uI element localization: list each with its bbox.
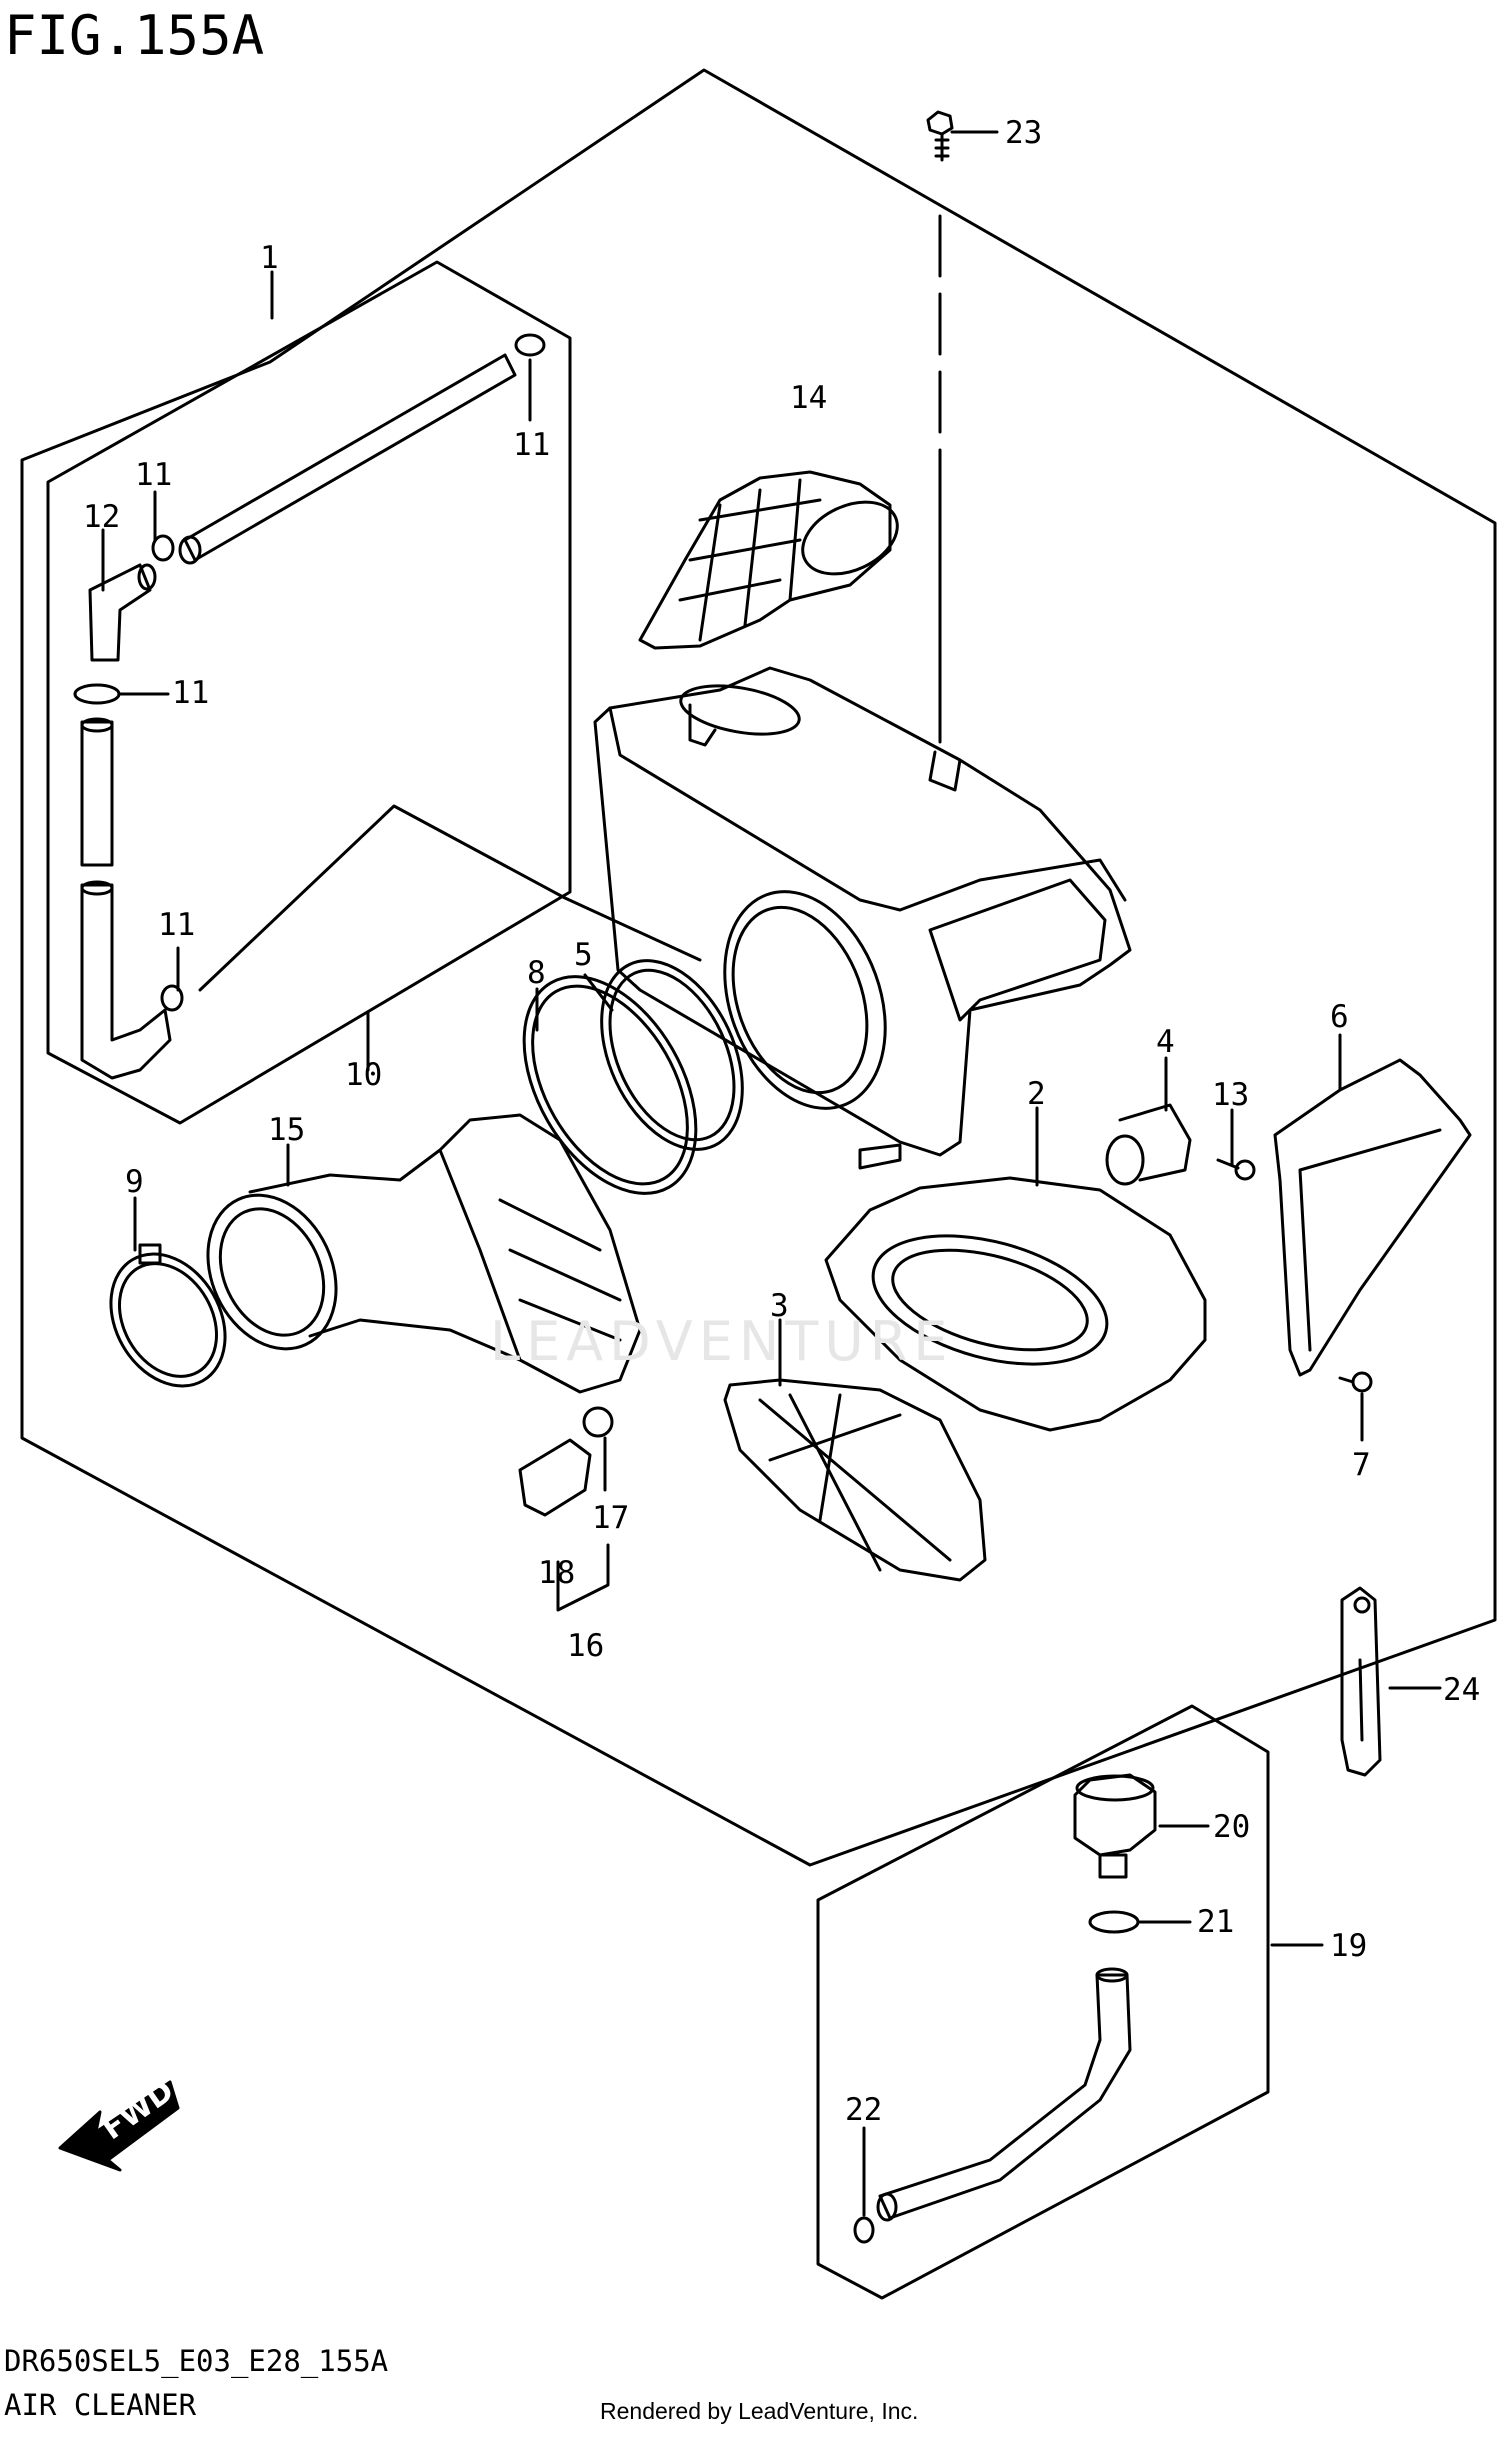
breather-hose-lower: [80, 880, 172, 1080]
breather-hose-part-19: [876, 1967, 1132, 2222]
callout-13: 13: [1212, 1077, 1249, 1113]
callout-11-top: 11: [513, 427, 550, 463]
watermark-text: LEADVENTURE: [490, 1310, 953, 1373]
clamp-11a: [514, 333, 546, 357]
callout-6: 6: [1330, 999, 1349, 1035]
callout-7: 7: [1352, 1447, 1371, 1483]
clamp-part-22: [853, 2216, 875, 2244]
callout-11-upper-left: 11: [135, 457, 172, 493]
clamp-11d: [160, 984, 184, 1012]
hose-group-leader: [198, 804, 702, 992]
screw-part-13: [1216, 1158, 1256, 1181]
hose-group-outline: [46, 260, 572, 1125]
drain-cap-part-18: [518, 1438, 592, 1517]
filter-screen-part-5: [600, 959, 744, 1151]
screw-part-7: [1338, 1371, 1373, 1393]
breather-group-outline: [816, 1704, 1270, 2300]
breather-hose-upper: [178, 353, 517, 565]
clamp-part-21: [1088, 1910, 1140, 1934]
side-cover-part-6: [1273, 1058, 1472, 1377]
clamp-part-9: [109, 1243, 227, 1388]
forward-direction-arrow: [58, 2080, 180, 2172]
callout-4: 4: [1156, 1024, 1175, 1060]
bolt-part-23: [926, 110, 954, 162]
callout-17: 17: [592, 1500, 629, 1536]
callout-8: 8: [527, 955, 546, 991]
callout-12: 12: [83, 499, 120, 535]
figure-title: FIG.155A: [4, 4, 265, 67]
filter-screen-inner: [608, 968, 736, 1142]
leader-lines: [101, 130, 1442, 2217]
intake-duct-part-14: [638, 470, 899, 650]
callout-10: 10: [345, 1057, 382, 1093]
callout-21: 21: [1197, 1904, 1234, 1940]
callout-18: 18: [538, 1555, 575, 1591]
seal-ring-part-8: [522, 975, 698, 1195]
drain-clip-part-17: [582, 1406, 614, 1438]
clamp-11b: [151, 534, 175, 562]
render-credit: Rendered by LeadVenture, Inc.: [600, 2398, 919, 2424]
callout-15: 15: [268, 1112, 305, 1148]
section-name: AIR CLEANER: [4, 2388, 197, 2422]
seal-ring-inner: [531, 984, 689, 1186]
breather-hose-middle: [80, 717, 114, 867]
callout-22: 22: [845, 2092, 882, 2128]
element-frame-part-3: [723, 1378, 987, 1582]
callout-3: 3: [770, 1288, 789, 1324]
grommet-part-4: [1105, 1103, 1192, 1186]
foam-element-part-2: [824, 1176, 1207, 1432]
callout-16: 16: [567, 1628, 604, 1664]
breather-elbow-part-12: [88, 563, 157, 662]
model-code: DR650SEL5_E03_E28_155A: [4, 2344, 389, 2378]
callout-14: 14: [790, 380, 827, 416]
callout-11-middle: 11: [172, 675, 209, 711]
breather-valve-part-20: [1073, 1773, 1157, 1879]
callout-20: 20: [1213, 1809, 1250, 1845]
callout-19: 19: [1330, 1928, 1367, 1964]
callout-9: 9: [125, 1164, 144, 1200]
callout-1: 1: [260, 240, 279, 276]
callout-5: 5: [574, 937, 593, 973]
intake-boot-part-15: [206, 1113, 642, 1394]
clamp-11c: [73, 683, 121, 705]
callout-23: 23: [1005, 115, 1042, 151]
callout-11-lower: 11: [158, 907, 195, 943]
callout-2: 2: [1027, 1076, 1046, 1112]
callout-24: 24: [1443, 1672, 1480, 1708]
strap-part-24: [1340, 1586, 1382, 1777]
air-cleaner-case: [593, 666, 1132, 1170]
main-assembly-outline: [20, 68, 1497, 1867]
